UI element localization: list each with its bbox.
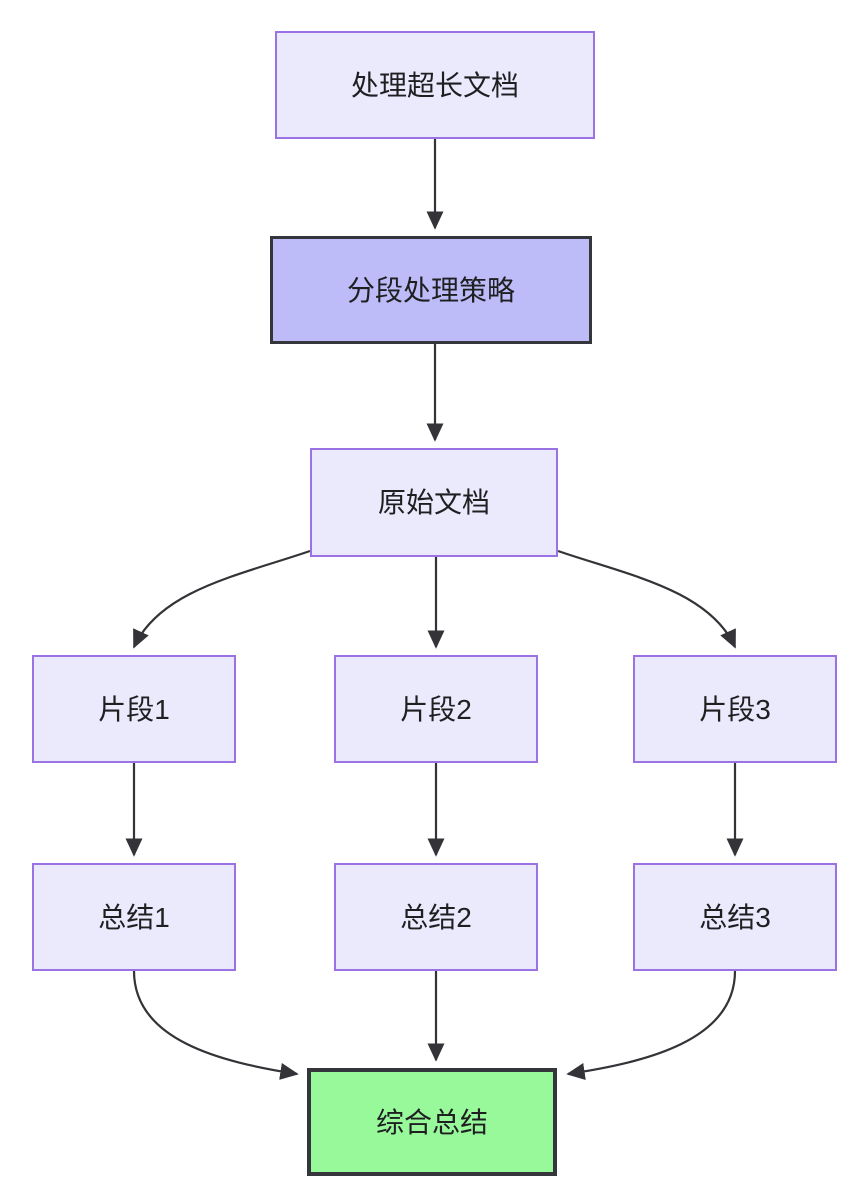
node-summary-2[interactable]: 总结2 bbox=[334, 863, 538, 971]
node-fragment-1[interactable]: 片段1 bbox=[32, 655, 236, 763]
node-label: 片段3 bbox=[699, 693, 771, 725]
node-long-document[interactable]: 处理超长文档 bbox=[275, 31, 595, 139]
node-fragment-3[interactable]: 片段3 bbox=[633, 655, 837, 763]
node-summary-1[interactable]: 总结1 bbox=[32, 863, 236, 971]
node-source-document[interactable]: 原始文档 bbox=[310, 448, 558, 557]
node-label: 处理超长文档 bbox=[350, 69, 519, 101]
edge-summary-3-to-final-summary bbox=[566, 970, 737, 1081]
node-label: 总结2 bbox=[400, 901, 472, 933]
node-label: 片段1 bbox=[98, 693, 170, 725]
node-fragment-2[interactable]: 片段2 bbox=[334, 655, 538, 763]
node-label: 原始文档 bbox=[377, 487, 490, 518]
edge-summary-1-to-final-summary bbox=[132, 970, 299, 1080]
node-label: 总结1 bbox=[98, 901, 170, 933]
node-summary-3[interactable]: 总结3 bbox=[633, 863, 837, 971]
node-label: 总结3 bbox=[699, 901, 771, 933]
edge-source-document-to-fragment-1 bbox=[132, 549, 311, 649]
node-label: 综合总结 bbox=[375, 1106, 488, 1138]
node-label: 分段处理策略 bbox=[346, 274, 515, 306]
edge-source-document-to-fragment-3 bbox=[557, 549, 737, 649]
node-chunk-strategy[interactable]: 分段处理策略 bbox=[270, 236, 592, 344]
node-label: 片段2 bbox=[400, 693, 472, 725]
node-final-summary[interactable]: 综合总结 bbox=[307, 1068, 557, 1176]
